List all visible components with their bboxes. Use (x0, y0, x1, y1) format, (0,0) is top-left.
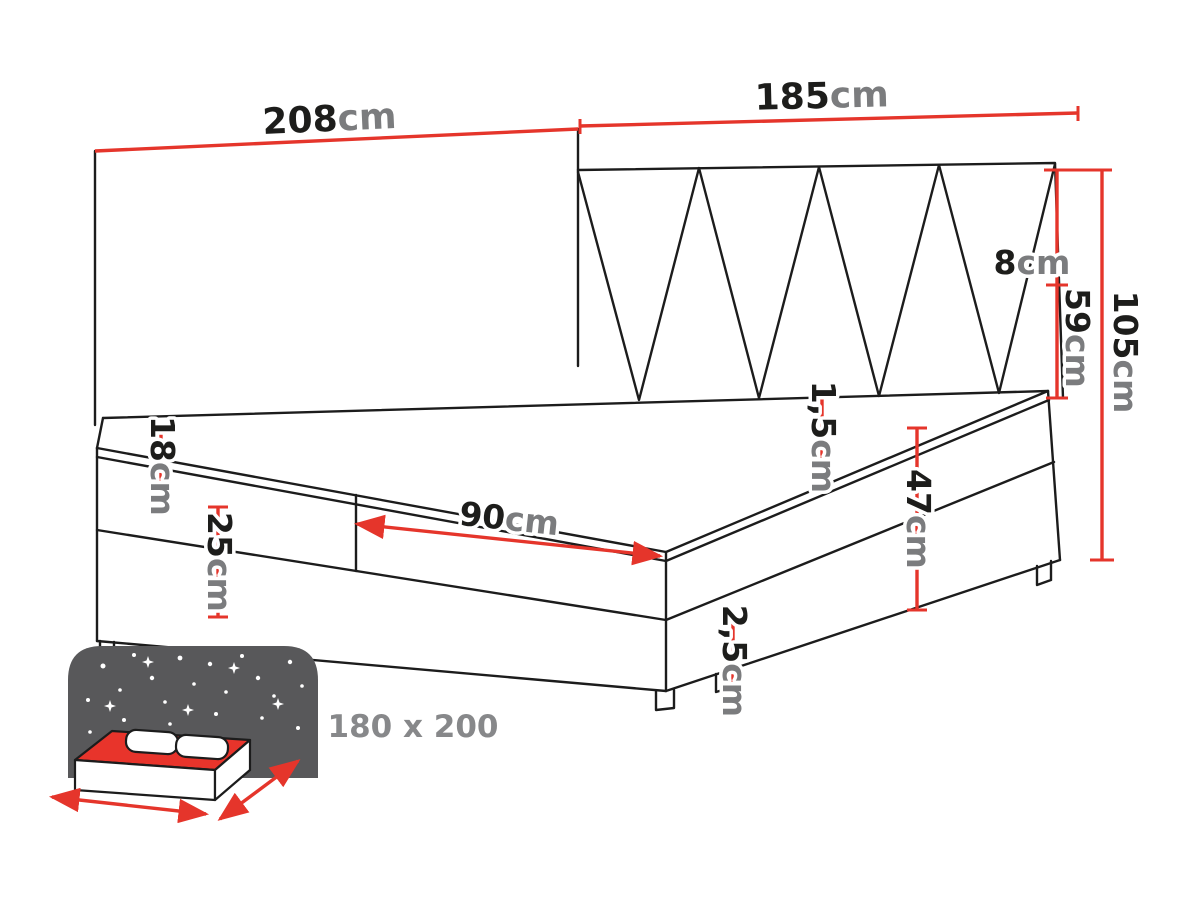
label-208: 208cm (262, 96, 398, 143)
label-8: 8cm (994, 243, 1071, 282)
dimension-base-height: 25cm (197, 505, 243, 619)
label-1-5: 1,5cm (804, 381, 843, 493)
label-2-5: 2,5cm (715, 605, 754, 717)
dimension-wall-width: 208cm (94, 92, 579, 153)
dimension-side-height: 47cm (896, 426, 942, 612)
leg-far-right (1035, 559, 1053, 587)
stars-decoration (86, 653, 304, 734)
label-59: 59cm (1058, 288, 1097, 388)
dimension-ticks-47 (907, 426, 927, 612)
bed-outline (93, 127, 1065, 712)
dimension-line-208 (94, 127, 579, 153)
mattress-left-edge (95, 416, 105, 450)
dimension-ticks-1-5 (812, 396, 832, 470)
label-105: 105cm (1106, 291, 1145, 414)
dimension-ticks-2-5 (723, 620, 743, 702)
dimension-ticks-185 (578, 106, 1080, 134)
label-185: 185cm (754, 74, 889, 118)
leg-near-corner (654, 688, 676, 712)
dimension-ticks-25 (208, 505, 228, 619)
wall-outline (93, 127, 580, 427)
dimension-ticks-right (1044, 168, 1114, 562)
dimension-half-width: 90cm (353, 490, 664, 566)
dimension-lines: 208cm 185cm 8cm 59cm 105cm 18cm 25cm (94, 71, 1149, 721)
icon-pillow-right (174, 733, 230, 761)
mattress-right-edge (664, 389, 1050, 554)
label-90: 90cm (457, 494, 560, 543)
dimension-headboard-heights: 8cm 59cm 105cm (990, 168, 1149, 562)
headboard (576, 161, 1065, 402)
icon-mattress (73, 728, 252, 802)
dimension-ticks-18 (151, 423, 171, 509)
dimension-leg-height: 2,5cm (712, 601, 758, 720)
size-label: 180 x 200 (328, 709, 499, 745)
icon-length-arrow (48, 787, 210, 824)
dimension-line-185 (579, 111, 1079, 128)
dimension-topper-height: 1,5cm (801, 377, 847, 496)
dimension-mattress-height: 18cm (140, 413, 186, 520)
mattress-back-edge (101, 389, 1050, 420)
label-47: 47cm (899, 469, 938, 569)
label-18: 18cm (143, 416, 182, 516)
headboard-zigzag-pattern (576, 162, 1057, 402)
right-far-edge (1046, 389, 1062, 562)
dimension-line-90 (353, 514, 664, 566)
icon-width-arrow (217, 759, 301, 821)
label-25: 25cm (200, 512, 239, 612)
mattress-seam-right (664, 460, 1056, 622)
dimension-headboard-width: 185cm (578, 71, 1080, 134)
mattress-seam-front (95, 528, 668, 622)
topper-seam-right (664, 398, 1051, 563)
icon-pillow-left (124, 728, 180, 756)
size-icon (48, 646, 318, 824)
